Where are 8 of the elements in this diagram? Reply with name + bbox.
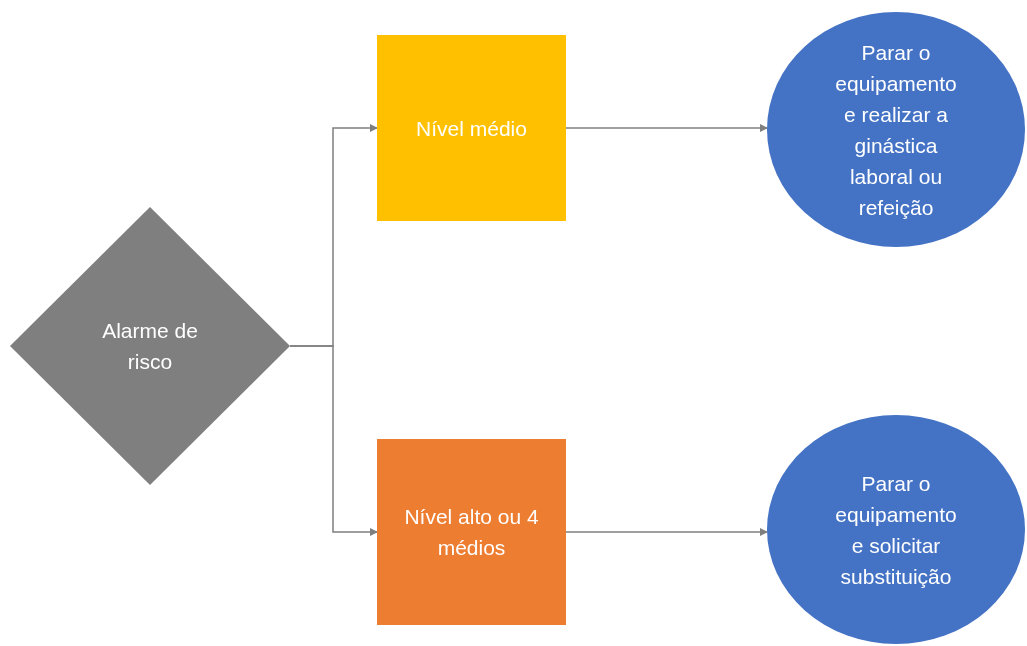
arrow bbox=[565, 528, 769, 536]
node-label: Nível alto ou 4 médios bbox=[403, 504, 540, 561]
node-label: Nível médio bbox=[416, 115, 527, 142]
node-label: Parar o equipamento e solicitar substituição bbox=[834, 470, 958, 590]
node-label: Alarme de risco bbox=[101, 318, 199, 375]
arrow bbox=[565, 124, 768, 132]
node-label: Parar o equipamento e realizar a ginástica laboral ou refeição bbox=[834, 39, 958, 221]
arrow bbox=[289, 345, 378, 536]
